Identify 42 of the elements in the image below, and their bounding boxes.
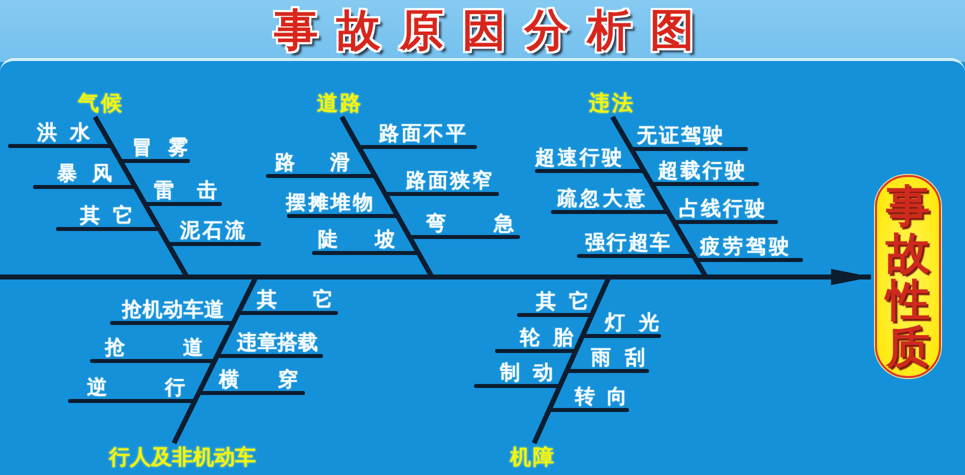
- title: 事故原因分析图: [274, 8, 694, 54]
- category-label: 机障: [510, 446, 554, 468]
- cause-label: 其它: [536, 291, 589, 311]
- cause-line: [610, 116, 803, 262]
- cause-label: 横穿: [219, 369, 298, 389]
- cause-label: 强行超车: [585, 232, 670, 252]
- cause-label: 暴风: [57, 163, 112, 183]
- cause-label: 抢机动车道: [122, 299, 224, 319]
- category-label: 行人及非机动车: [109, 446, 255, 468]
- effect-box: 事故性质: [875, 175, 941, 378]
- category-label: 违法: [589, 92, 633, 114]
- cause-label: 路面狭窄: [406, 170, 492, 190]
- cause-label: 违章搭载: [237, 332, 318, 352]
- cause-label: 灯光: [605, 312, 659, 332]
- cause-label: 逆行: [87, 377, 185, 397]
- cause-label: 冒雾: [132, 137, 188, 157]
- cause-label: 雷击: [154, 180, 217, 200]
- cause-label: 弯急: [426, 213, 514, 233]
- cause-label: 疲劳驾驶: [700, 236, 789, 256]
- cause-line: [172, 391, 305, 444]
- cause-line: [532, 408, 629, 444]
- cause-label: 抢道: [105, 337, 203, 357]
- cause-label: 制动: [500, 362, 553, 382]
- cause-label: 轮胎: [520, 327, 573, 347]
- cause-label: 其它: [257, 289, 333, 309]
- cause-label: 路面不平: [379, 123, 466, 143]
- cause-label: 泥石流: [180, 220, 245, 240]
- cause-label: 摆摊堆物: [286, 192, 373, 212]
- cause-label: 陡坡: [318, 229, 395, 249]
- cause-label: 路滑: [275, 152, 350, 172]
- cause-label: 疏忽大意: [557, 188, 645, 208]
- cause-label: 超速行驶: [535, 147, 622, 167]
- cause-label: 超载行驶: [658, 160, 745, 180]
- cause-label: 转向: [575, 386, 627, 406]
- cause-label: 无证驾驶: [637, 125, 723, 145]
- category-label: 气候: [78, 92, 122, 114]
- cause-label: 雨刮: [591, 347, 645, 367]
- cause-line: [93, 116, 261, 246]
- cause-label: 其它: [80, 205, 133, 225]
- cause-label: 洪水: [37, 122, 90, 142]
- category-label: 道路: [317, 92, 361, 114]
- cause-label: 占线行驶: [679, 198, 765, 218]
